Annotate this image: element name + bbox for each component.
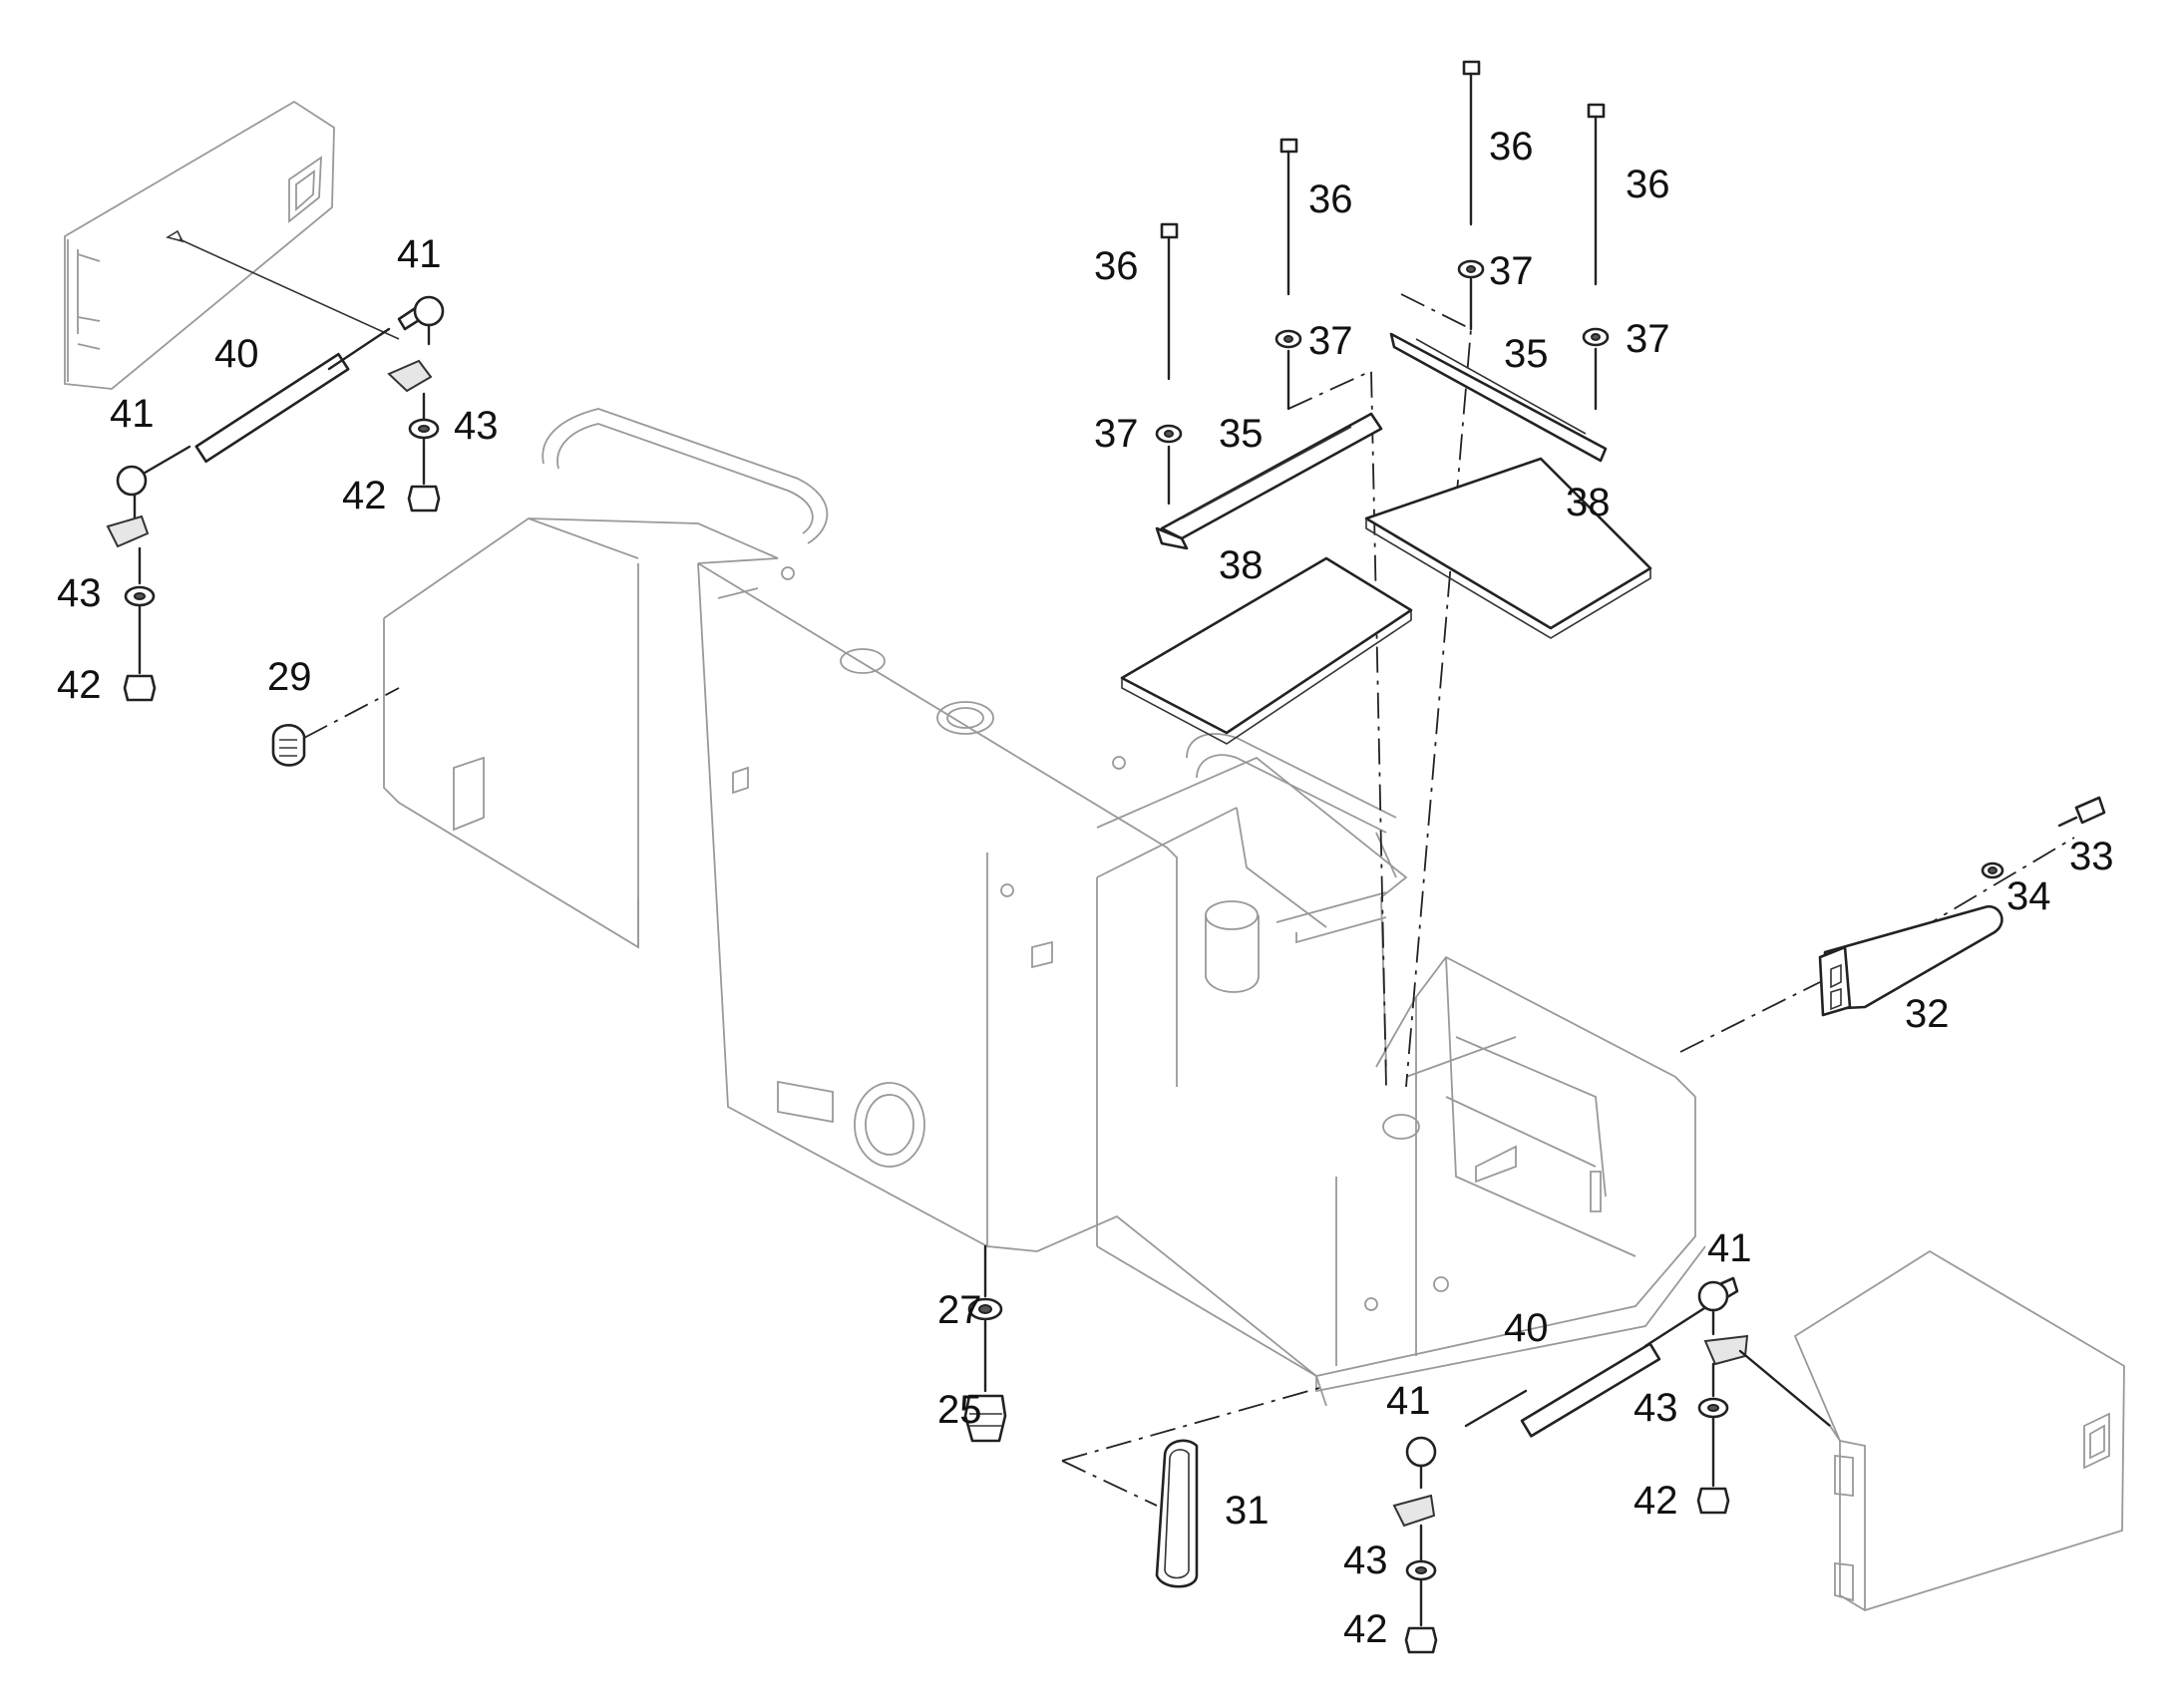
top-left-gas-spring [106,238,445,702]
callout-34: 34 [2006,874,2051,918]
callout-37: 37 [1626,317,1670,361]
callout-31: 31 [1225,1489,1270,1533]
callout-38: 38 [1566,481,1611,524]
callout-42: 42 [1634,1479,1678,1523]
callout-43: 43 [1634,1386,1678,1430]
callout-29: 29 [267,655,312,699]
callout-35: 35 [1219,412,1264,456]
callout-labels: 40 41 41 43 42 43 42 29 36 36 36 36 37 3… [57,125,2114,1651]
main-tank-body [383,408,1706,1407]
callout-41: 41 [1707,1226,1752,1270]
callout-27: 27 [937,1288,982,1332]
callout-40: 40 [214,332,259,376]
callout-36: 36 [1308,177,1353,221]
bottom-right-gas-spring [1392,1276,1832,1654]
callout-25: 25 [937,1388,982,1432]
callout-42: 42 [1343,1607,1388,1651]
plug-29 [271,687,400,767]
right-bracket-group [1679,796,2106,1053]
top-center-fasteners [1120,60,1652,1088]
callout-37: 37 [1308,319,1353,363]
callout-42: 42 [57,663,102,707]
callout-32: 32 [1905,992,1950,1036]
callout-38: 38 [1219,543,1264,587]
callout-42: 42 [342,474,387,517]
callout-36: 36 [1094,244,1139,288]
callout-43: 43 [1343,1538,1388,1582]
callout-43: 43 [57,571,102,615]
drain-plug-group [963,1244,1007,1443]
top-left-cover-panel [64,100,335,390]
callout-35: 35 [1504,332,1549,376]
callout-37: 37 [1094,412,1139,456]
bottom-right-cover-panel [1793,1249,2125,1611]
callout-41: 41 [1386,1379,1431,1423]
callout-41: 41 [397,232,442,276]
callout-41: 41 [110,392,155,436]
callout-37: 37 [1489,249,1534,293]
callout-33: 33 [2069,835,2114,878]
callout-40: 40 [1504,1306,1549,1350]
callout-36: 36 [1489,125,1534,169]
gasket-31 [1061,1385,1327,1588]
callout-43: 43 [454,404,499,448]
callout-36: 36 [1626,163,1670,206]
